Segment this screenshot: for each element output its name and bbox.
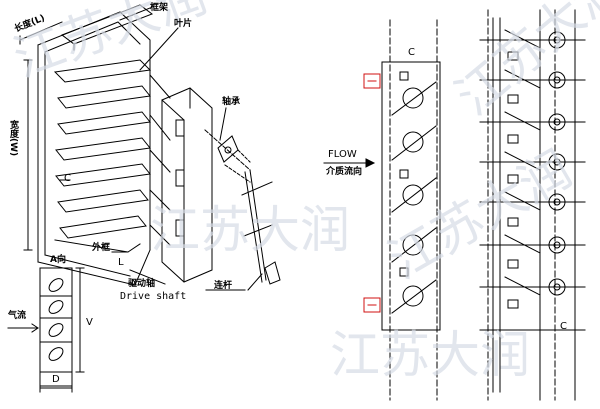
label-dim-v: V <box>86 317 93 328</box>
label-view-a: A向 <box>50 255 66 265</box>
damper-section <box>381 19 441 401</box>
leader-lines <box>111 7 263 291</box>
label-frame: 框架 <box>150 3 169 13</box>
label-dim-d: D <box>52 374 60 385</box>
label-center-top: C <box>408 47 415 58</box>
flow-arrow <box>323 158 376 168</box>
side-channel <box>161 87 213 283</box>
linkage-elevation <box>479 9 586 401</box>
label-bearing: 轴承 <box>222 97 241 107</box>
damper-frame-isometric <box>37 4 154 286</box>
dimension-lines <box>19 21 166 285</box>
label-airflow: 气流 <box>8 311 27 321</box>
watermark-3: 江苏大润 <box>330 326 530 384</box>
label-outer: 外框 <box>92 243 111 253</box>
watermark-2: 江苏大润 <box>150 201 350 259</box>
label-center-bottom: C <box>560 321 567 332</box>
label-linkage: 连杆 <box>214 281 233 291</box>
label-width: 宽度(W) <box>8 120 18 157</box>
linkage-arms <box>204 129 281 285</box>
label-flow-cn: 介质流向 <box>326 167 363 177</box>
label-flow-en: FLOW <box>328 149 357 160</box>
label-drive-shaft-cn: 驱动轴 <box>128 279 156 289</box>
label-blade: 叶片 <box>174 19 193 29</box>
airflow-arrow <box>7 323 39 333</box>
label-dim-l: L <box>118 257 124 268</box>
label-dim-c: C <box>64 173 71 184</box>
drive-shafts <box>149 74 171 246</box>
label-drive-shaft-en: Drive shaft <box>120 291 187 302</box>
blade-stack <box>53 59 152 253</box>
end-markers <box>363 73 381 313</box>
a-view-elevation <box>39 267 85 393</box>
